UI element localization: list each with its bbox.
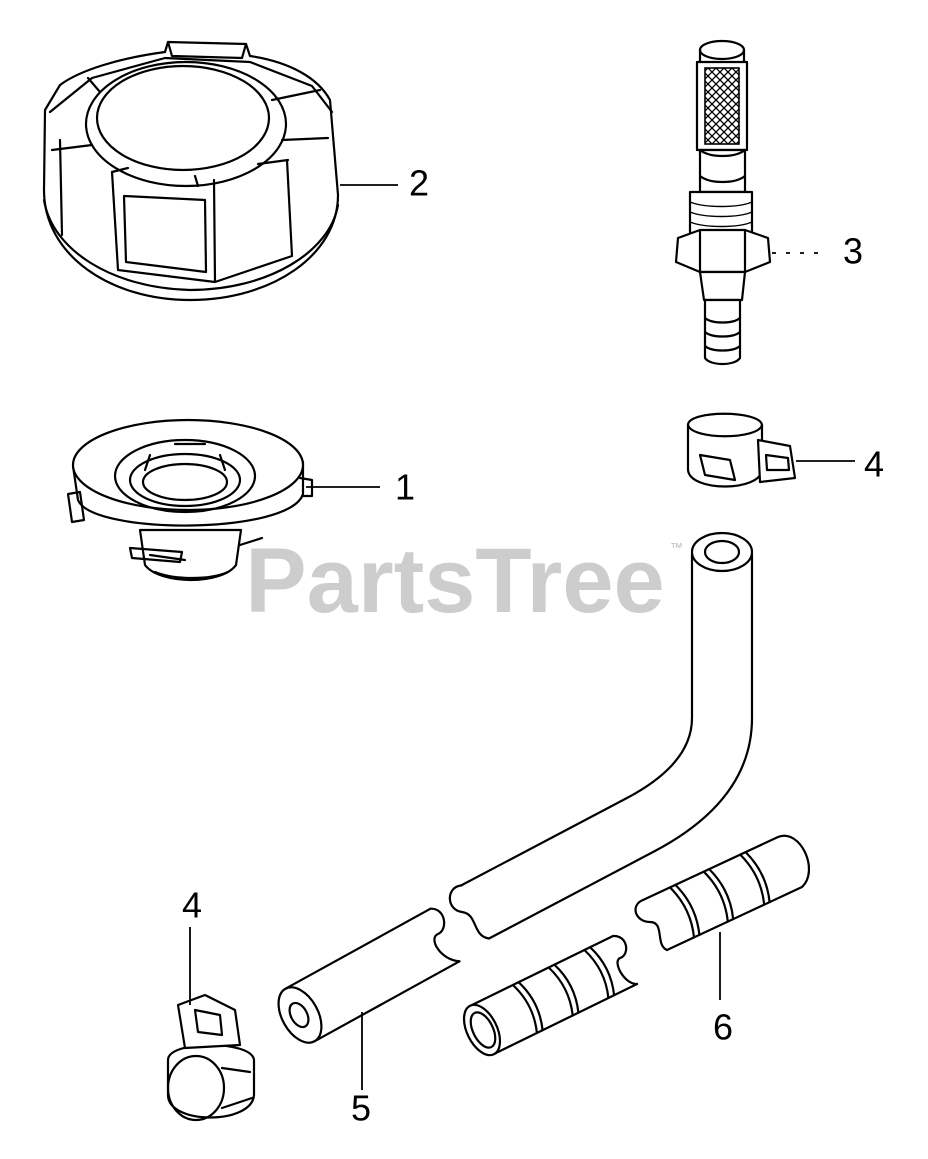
part-2-fuel-cap xyxy=(42,40,340,302)
part-5-fuel-hose-upper xyxy=(448,531,754,940)
callout-4-bottom: 4 xyxy=(182,885,202,926)
part-3-fuel-valve xyxy=(674,39,772,366)
callout-1: 1 xyxy=(395,467,415,508)
part-4-hose-clamp-bottom xyxy=(166,993,256,1122)
part-1-strainer-neck xyxy=(66,418,314,581)
part-6-protective-tube-lower xyxy=(462,934,639,1057)
callout-4-top: 4 xyxy=(864,444,884,485)
watermark-trademark: ™ xyxy=(670,540,683,555)
part-6-protective-tube-upper xyxy=(634,834,811,952)
part-5-fuel-hose-lower xyxy=(277,907,461,1044)
callout-2: 2 xyxy=(409,163,429,204)
callout-3: 3 xyxy=(843,231,863,272)
callout-6: 6 xyxy=(713,1007,733,1048)
callout-5: 5 xyxy=(351,1088,371,1129)
part-4-hose-clamp-top xyxy=(686,412,797,488)
watermark-text: PartsTree xyxy=(245,530,664,632)
